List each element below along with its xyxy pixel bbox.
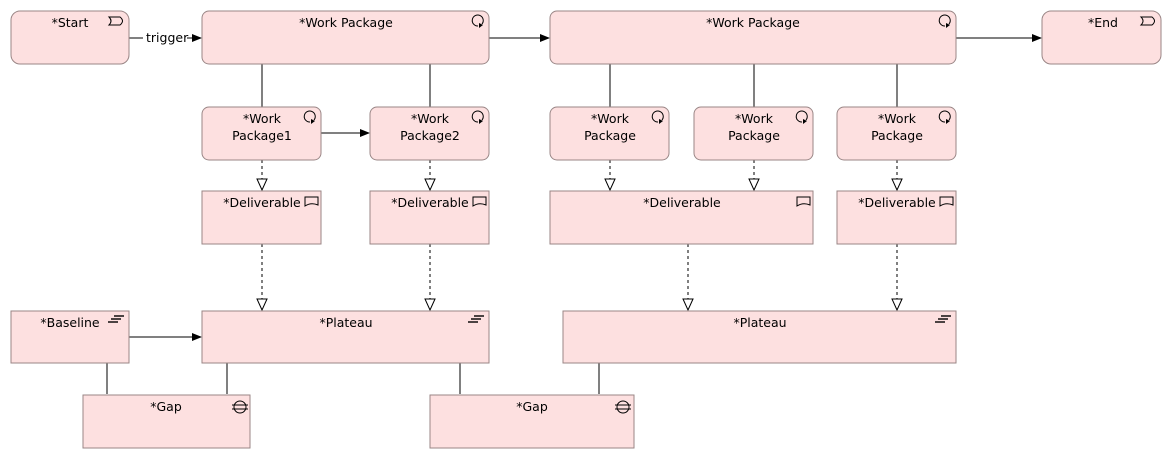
deliverable-1-label: *Deliverable: [223, 195, 301, 210]
work-package-icon: [303, 110, 316, 124]
work-package-icon: [795, 110, 808, 124]
baseline-label: *Baseline: [40, 315, 100, 330]
sub-work-package-4-line2: Package: [728, 128, 780, 143]
plateau-icon: [935, 315, 951, 323]
start-label: *Start: [52, 15, 89, 30]
event-icon: [107, 16, 123, 26]
gap-1-label: *Gap: [150, 399, 182, 414]
gap-2-label: *Gap: [516, 399, 548, 414]
plateau-2-label: *Plateau: [733, 315, 786, 330]
deliverable-icon: [304, 196, 319, 207]
sub-work-package-3-line2: Package: [584, 128, 636, 143]
sub-work-package-2-line1: *Work: [411, 111, 450, 126]
connections: trigger: [106, 30, 1042, 394]
deliverable-2-label: *Deliverable: [391, 195, 469, 210]
work-package-icon: [471, 110, 484, 124]
deliverable-1[interactable]: *Deliverable: [201, 190, 322, 245]
end-label: *End: [1088, 15, 1118, 30]
plateau-icon: [468, 315, 484, 323]
deliverable-icon: [939, 196, 954, 207]
plateau-1[interactable]: *Plateau: [201, 310, 490, 364]
plateau-1-label: *Plateau: [319, 315, 372, 330]
gap-1[interactable]: *Gap: [82, 394, 251, 449]
sub-work-package-2-line2: Package2: [400, 128, 460, 143]
work-package-main-1[interactable]: *Work Package: [201, 10, 490, 65]
sub-work-package-1-line1: *Work: [243, 111, 282, 126]
work-package-main-2-label: *Work Package: [706, 15, 800, 30]
sub-work-package-3-line1: *Work: [591, 111, 630, 126]
sub-work-package-4-line1: *Work: [735, 111, 774, 126]
work-package-icon: [651, 110, 664, 124]
event-icon: [1139, 16, 1155, 26]
end-event[interactable]: *End: [1041, 10, 1162, 65]
plateau-2[interactable]: *Plateau: [562, 310, 957, 364]
deliverable-3-label: *Deliverable: [643, 195, 721, 210]
work-package-main-2[interactable]: *Work Package: [549, 10, 957, 65]
work-package-icon: [938, 110, 951, 124]
deliverable-2[interactable]: *Deliverable: [369, 190, 490, 245]
work-package-icon: [471, 14, 484, 28]
sub-work-package-5-line1: *Work: [878, 111, 917, 126]
deliverable-4[interactable]: *Deliverable: [836, 190, 957, 245]
deliverable-icon: [796, 196, 811, 207]
gap-icon: [615, 400, 631, 414]
sub-work-package-4[interactable]: *Work Package: [693, 106, 814, 161]
work-package-main-1-label: *Work Package: [299, 15, 393, 30]
sub-work-package-3[interactable]: *Work Package: [549, 106, 670, 161]
gap-2[interactable]: *Gap: [429, 394, 635, 449]
sub-work-package-2[interactable]: *Work Package2: [369, 106, 490, 161]
deliverable-4-label: *Deliverable: [858, 195, 936, 210]
plateau-icon: [108, 315, 124, 323]
sub-work-package-5-line2: Package: [871, 128, 923, 143]
deliverable-3[interactable]: *Deliverable: [549, 190, 814, 245]
sub-work-package-1-line2: Package1: [232, 128, 292, 143]
sub-work-package-1[interactable]: *Work Package1: [201, 106, 322, 161]
work-package-icon: [938, 14, 951, 28]
deliverable-icon: [472, 196, 487, 207]
sub-work-package-5[interactable]: *Work Package: [836, 106, 957, 161]
start-event[interactable]: *Start: [10, 10, 130, 65]
gap-icon: [232, 400, 248, 414]
baseline-plateau[interactable]: *Baseline: [10, 310, 130, 364]
trigger-label: trigger: [146, 30, 189, 45]
